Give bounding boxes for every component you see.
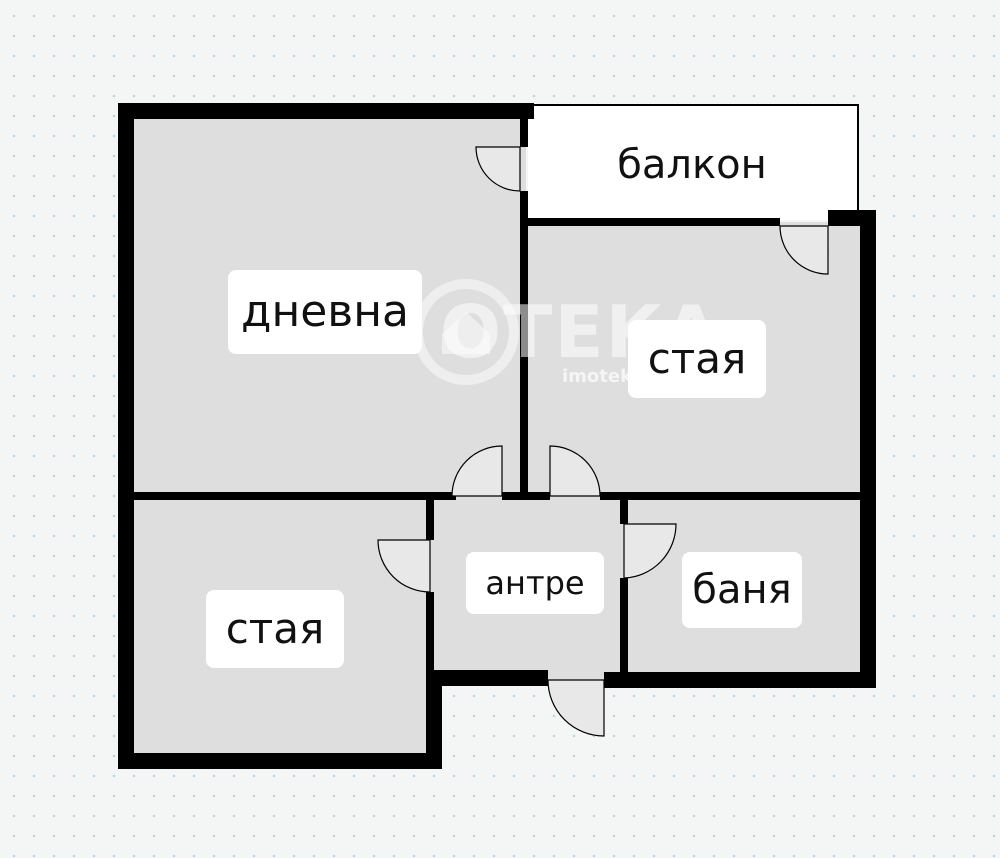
door-hall-room <box>549 445 601 497</box>
room-label-hall: антре <box>466 552 604 614</box>
door-balcony-room <box>779 225 829 275</box>
room-label-balcony: балкон <box>606 129 778 201</box>
door-hall-bathroom <box>623 523 677 579</box>
door-hall-room-left <box>377 539 431 593</box>
door-living-balcony <box>475 146 521 192</box>
room-label-living: дневна <box>228 270 422 354</box>
balcony-outline <box>528 104 859 218</box>
room-label-room-right: стая <box>628 320 766 398</box>
room-label-bathroom: баня <box>682 552 802 628</box>
door-entrance <box>547 679 605 737</box>
exterior-walls <box>118 103 876 769</box>
interior-walls <box>128 103 862 678</box>
room-label-room-left: стая <box>206 590 344 668</box>
door-hall-living <box>451 445 503 497</box>
door-swings <box>377 146 829 737</box>
